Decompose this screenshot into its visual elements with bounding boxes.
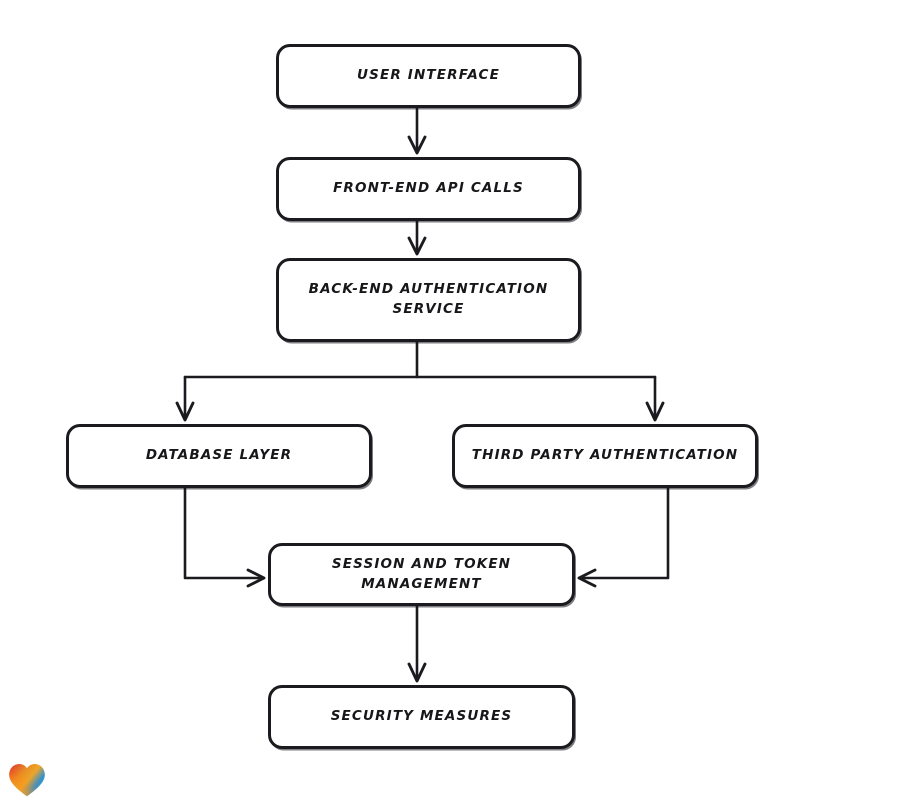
edge-backend-auth-to-third-party-auth (645, 375, 665, 422)
node-frontend-api-calls-label: Front-End API Calls (333, 180, 524, 197)
node-session-and-token-management[interactable]: Session and Token Management (268, 543, 575, 606)
edge-frontend-api-to-backend-auth (407, 219, 427, 256)
node-database-layer[interactable]: Database Layer (66, 424, 372, 488)
edge-user-interface-to-frontend-api (407, 106, 427, 155)
node-third-party-authentication-label: Third Party Authentication (471, 447, 739, 464)
edge-database-layer-to-session-token (183, 486, 266, 588)
edge-backend-auth-to-database-layer (175, 375, 195, 422)
node-security-measures[interactable]: Security Measures (268, 685, 575, 749)
edge-third-party-auth-to-session-token (577, 486, 670, 588)
node-backend-authentication-service[interactable]: Back-End Authentication Service (276, 258, 581, 342)
node-third-party-authentication[interactable]: Third Party Authentication (452, 424, 758, 488)
node-frontend-api-calls[interactable]: Front-End API Calls (276, 157, 581, 221)
heart-icon (9, 764, 45, 797)
node-user-interface[interactable]: User Interface (276, 44, 581, 108)
edge-session-token-to-security-measures (407, 604, 427, 683)
node-database-layer-label: Database Layer (145, 447, 293, 464)
node-session-and-token-management-label: Session and Token Management (331, 555, 512, 592)
edge-backend-auth-split-bar (183, 340, 657, 379)
node-security-measures-label: Security Measures (330, 708, 513, 725)
node-backend-authentication-service-label: Back-End Authentication Service (308, 281, 549, 317)
node-user-interface-label: User Interface (357, 67, 500, 84)
